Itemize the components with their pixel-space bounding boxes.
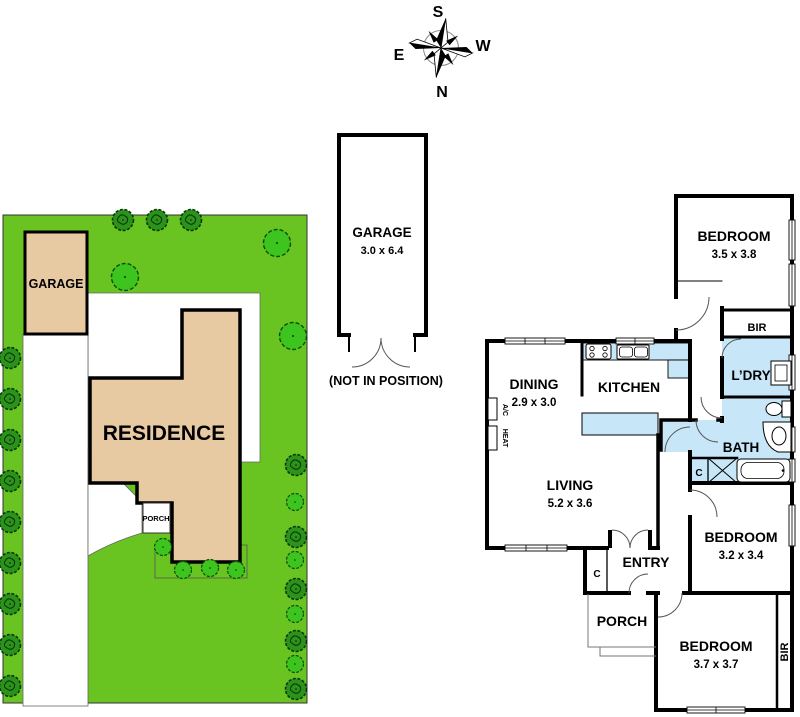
laundry-label: L’DRY bbox=[731, 368, 770, 383]
bir-top-label: BIR bbox=[748, 322, 767, 334]
garage-note: (NOT IN POSITION) bbox=[329, 374, 443, 388]
garage-walls bbox=[337, 133, 428, 337]
site-porch-label: PORCH bbox=[142, 514, 169, 523]
garage-dimensions: 3.0 x 6.4 bbox=[361, 245, 405, 257]
walls bbox=[485, 194, 794, 712]
basin-icon bbox=[762, 421, 792, 453]
bedroom-middle-label: BEDROOM bbox=[704, 529, 777, 545]
bedroom-middle-dims: 3.2 x 3.4 bbox=[719, 550, 764, 562]
bath-label: BATH bbox=[723, 440, 760, 455]
kitchen-label: KITCHEN bbox=[598, 379, 660, 395]
bathtub-icon bbox=[736, 458, 791, 483]
door-arcs bbox=[611, 296, 742, 618]
sink-icon bbox=[616, 344, 650, 360]
bedroom-bottom-label: BEDROOM bbox=[679, 638, 752, 654]
bir-side-label: BIR bbox=[779, 642, 791, 661]
residence bbox=[88, 308, 242, 564]
plan-porch-label: PORCH bbox=[597, 613, 648, 629]
window-icon bbox=[504, 544, 568, 552]
window-icon bbox=[615, 337, 655, 345]
stove-icon bbox=[585, 343, 612, 360]
closet-bath-label: C bbox=[695, 468, 702, 479]
site-garage-label: GARAGE bbox=[29, 277, 84, 291]
toilet-icon bbox=[765, 400, 792, 418]
dining-label: DINING bbox=[510, 376, 559, 392]
living-label: LIVING bbox=[547, 477, 594, 493]
compass-west-label: W bbox=[475, 38, 491, 55]
living-dims: 5.2 x 3.6 bbox=[548, 498, 593, 510]
residence-label: RESIDENCE bbox=[103, 422, 226, 445]
garage-door-jambs bbox=[348, 333, 416, 352]
fixtures bbox=[487, 343, 792, 484]
bedroom-top-dims: 3.5 x 3.8 bbox=[712, 249, 757, 261]
garage-door-arcs bbox=[351, 337, 411, 368]
heat-label: HEAT bbox=[501, 429, 508, 448]
bedroom-top-label: BEDROOM bbox=[697, 228, 770, 244]
plan-porch-outline bbox=[587, 594, 656, 657]
laundry-trough-icon bbox=[770, 360, 792, 386]
compass-north-label: N bbox=[436, 84, 448, 101]
closet-entry-label: C bbox=[593, 569, 600, 580]
window-icon bbox=[788, 504, 796, 547]
detached-garage: GARAGE 3.0 x 6.4 (NOT IN POSITION) bbox=[329, 133, 443, 388]
entry-label: ENTRY bbox=[623, 554, 671, 570]
window-icon bbox=[788, 219, 796, 261]
window-icon bbox=[788, 263, 796, 307]
floor-plan: BEDROOM 3.5 x 3.8 BIR L’DRY KITCHEN DINI… bbox=[485, 194, 796, 714]
room-labels: BEDROOM 3.5 x 3.8 BIR L’DRY KITCHEN DINI… bbox=[501, 228, 791, 671]
kitchen-island bbox=[581, 412, 659, 436]
heater-unit-icon bbox=[487, 425, 498, 451]
windows bbox=[504, 219, 796, 714]
ac-unit-icon bbox=[487, 397, 498, 421]
site-porch bbox=[142, 502, 171, 534]
window-icon bbox=[686, 706, 746, 714]
kitchen-counter-return bbox=[667, 359, 691, 379]
garage-label: GARAGE bbox=[352, 225, 411, 240]
driveway bbox=[22, 333, 89, 707]
compass-south-label: S bbox=[433, 4, 444, 21]
compass-rose: S N E W bbox=[394, 4, 492, 101]
compass-star bbox=[408, 18, 474, 78]
ac-label: A/C bbox=[501, 404, 508, 416]
window-icon bbox=[504, 337, 566, 345]
compass-east-label: E bbox=[394, 47, 405, 64]
site-plan: GARAGE RESIDENCE PORCH bbox=[0, 208, 308, 707]
linen-cupboard-icon bbox=[707, 457, 738, 484]
dining-dims: 2.9 x 3.0 bbox=[512, 397, 557, 409]
site-garage bbox=[23, 230, 89, 336]
bedroom-bottom-dims: 3.7 x 3.7 bbox=[694, 659, 739, 671]
